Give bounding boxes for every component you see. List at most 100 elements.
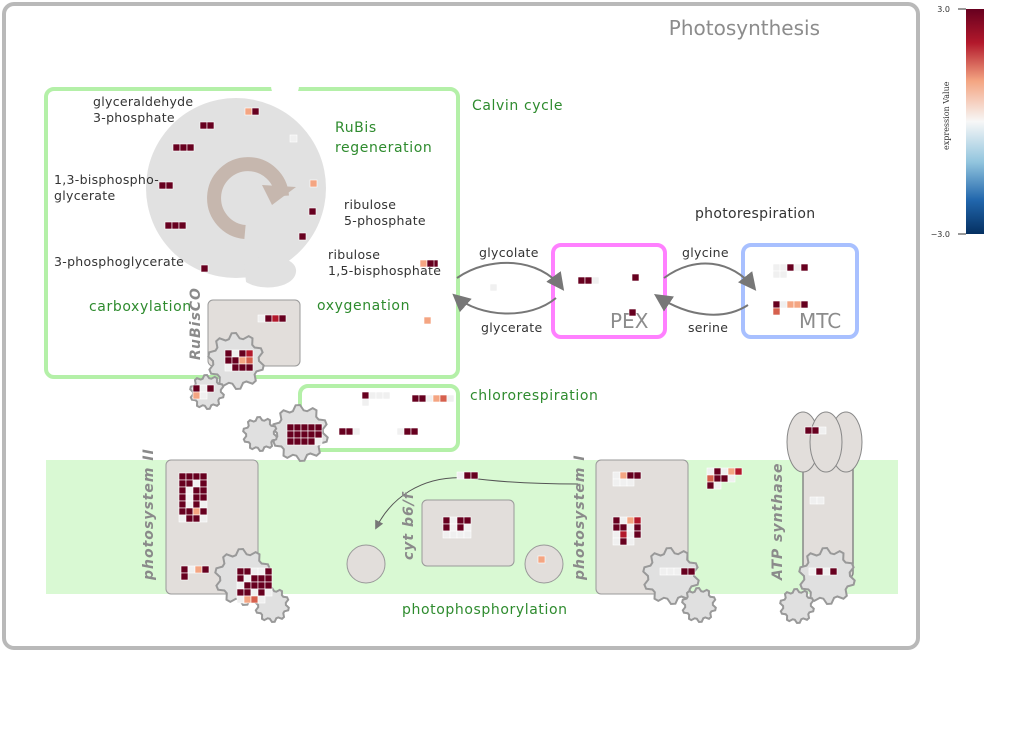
heatmap-cell bbox=[271, 314, 280, 323]
heatmap-cell bbox=[338, 427, 347, 436]
heatmap-cell bbox=[286, 423, 295, 432]
heatmap-cell bbox=[633, 516, 642, 525]
heatmap-cell bbox=[442, 516, 451, 525]
heatmap-cell bbox=[250, 595, 259, 604]
legend-title: expression Value bbox=[942, 81, 951, 150]
mitochondrion-label: MTC bbox=[799, 309, 841, 333]
heatmap-cell bbox=[164, 221, 173, 230]
heatmap-cell bbox=[619, 478, 628, 487]
heatmap-block bbox=[199, 121, 215, 130]
metabolite-label: 1,5-bisphosphate bbox=[328, 263, 441, 278]
gear-shape bbox=[798, 546, 856, 606]
heatmap-cell bbox=[192, 486, 201, 495]
heatmap-cell bbox=[633, 523, 642, 532]
heatmap-cell bbox=[178, 500, 187, 509]
heatmap-cell bbox=[286, 430, 295, 439]
heatmap-cell bbox=[192, 391, 201, 400]
heatmap-cell bbox=[192, 479, 201, 488]
heatmap-cell bbox=[245, 363, 254, 372]
heatmap-cell bbox=[619, 516, 628, 525]
metabolite-label: 1,3-bisphospho- bbox=[54, 172, 159, 187]
photosystem-ii-label: photosystem II bbox=[141, 448, 157, 581]
heatmap-cell bbox=[786, 300, 795, 309]
glycine-arrow bbox=[663, 262, 757, 291]
heatmap-cell bbox=[489, 283, 498, 292]
heatmap-cell bbox=[257, 567, 266, 576]
heatmap-cell bbox=[612, 516, 621, 525]
heatmap-cell bbox=[314, 430, 323, 439]
heatmap-cell bbox=[243, 574, 252, 583]
heatmap-block bbox=[298, 232, 307, 241]
heatmap-cell bbox=[199, 384, 208, 393]
legend-colorbar bbox=[966, 9, 984, 234]
heatmap-cell bbox=[199, 479, 208, 488]
heatmap-cell bbox=[423, 316, 432, 325]
heatmap-cell bbox=[185, 493, 194, 502]
heatmap-cell bbox=[631, 273, 640, 282]
heatmap-block bbox=[338, 427, 361, 436]
heatmap-cell bbox=[463, 530, 472, 539]
heatmap-cell bbox=[236, 567, 245, 576]
heatmap-cell bbox=[245, 356, 254, 365]
cycle-arrow-icon bbox=[207, 157, 289, 239]
heatmap-cell bbox=[199, 493, 208, 502]
heatmap-cell bbox=[809, 496, 818, 505]
heatmap-cell bbox=[192, 493, 201, 502]
heatmap-cell bbox=[361, 391, 370, 400]
heatmap-cell bbox=[793, 263, 802, 272]
heatmap-block bbox=[396, 427, 419, 436]
heatmap-cell bbox=[286, 437, 295, 446]
heatmap-block bbox=[537, 555, 546, 564]
heatmap-block bbox=[178, 472, 208, 523]
heatmap-cell bbox=[199, 121, 208, 130]
heatmap-cell bbox=[172, 143, 181, 152]
heatmap-block bbox=[257, 314, 287, 323]
heatmap-block bbox=[158, 181, 174, 190]
heatmap-cell bbox=[178, 486, 187, 495]
heatmap-cell bbox=[257, 581, 266, 590]
heatmap-cell bbox=[307, 430, 316, 439]
heatmap-cell bbox=[307, 423, 316, 432]
heatmap-cell bbox=[375, 391, 384, 400]
heatmap-cell bbox=[308, 207, 317, 216]
heatmap-cell bbox=[626, 537, 635, 546]
heatmap-cell bbox=[577, 276, 586, 285]
heatmap-cell bbox=[250, 588, 259, 597]
heatmap-cell bbox=[446, 394, 455, 403]
metabolite-label: glycolate bbox=[479, 245, 539, 260]
heatmap-cell bbox=[180, 572, 189, 581]
heatmap-cell bbox=[666, 567, 675, 576]
heatmap-cell bbox=[300, 430, 309, 439]
heatmap-cell bbox=[411, 394, 420, 403]
gear-shape bbox=[681, 586, 717, 624]
heatmap-cell bbox=[185, 479, 194, 488]
heatmap-cell bbox=[734, 467, 743, 476]
gear-icon bbox=[642, 546, 700, 606]
heatmap-cell bbox=[706, 481, 715, 490]
heatmap-cell bbox=[612, 478, 621, 487]
heatmap-block bbox=[309, 179, 318, 188]
heatmap-cell bbox=[772, 307, 781, 316]
heatmap-cell bbox=[224, 349, 233, 358]
heatmap-block bbox=[808, 567, 838, 576]
heatmap-cell bbox=[192, 500, 201, 509]
heatmap-cell bbox=[185, 472, 194, 481]
heatmap-cell bbox=[192, 472, 201, 481]
plastoquinone-pool bbox=[346, 544, 386, 584]
heatmap-cell bbox=[584, 276, 593, 285]
heatmap-block bbox=[804, 426, 827, 435]
heatmap-cell bbox=[612, 530, 621, 539]
heatmap-cell bbox=[238, 363, 247, 372]
heatmap-cell bbox=[289, 134, 298, 143]
rubisco-label: RuBisCO bbox=[188, 287, 204, 360]
heatmap-cell bbox=[800, 300, 809, 309]
heatmap-cell bbox=[264, 581, 273, 590]
heatmap-cell bbox=[626, 478, 635, 487]
heatmap-cell bbox=[442, 530, 451, 539]
heatmap-cell bbox=[293, 423, 302, 432]
heatmap-cell bbox=[612, 471, 621, 480]
heatmap-cell bbox=[300, 437, 309, 446]
heatmap-cell bbox=[251, 107, 260, 116]
heatmap-cell bbox=[382, 391, 391, 400]
heatmap-block bbox=[772, 300, 809, 316]
